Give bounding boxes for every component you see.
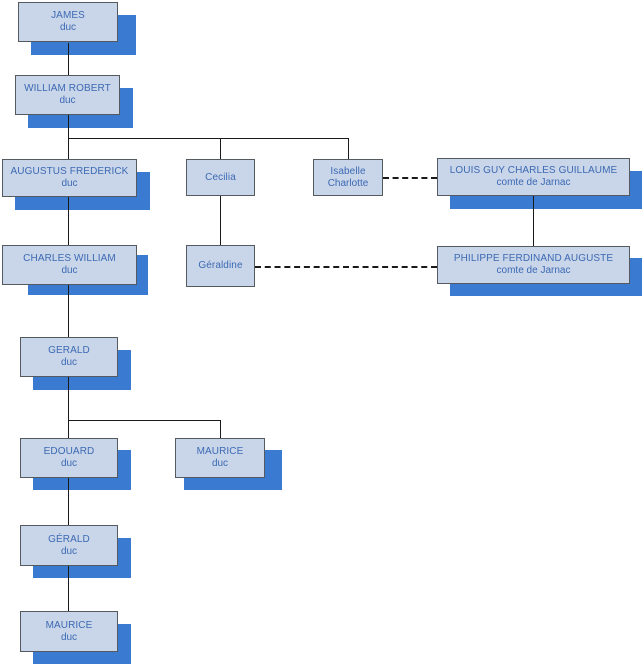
person-node-maurice-2[interactable]: MAURICE duc — [20, 611, 118, 652]
person-node-james[interactable]: JAMES duc — [18, 2, 118, 42]
connector-bar-to-maurice1 — [220, 420, 221, 438]
person-node-isabelle-charlotte[interactable]: Isabelle Charlotte — [313, 159, 383, 196]
person-title: duc — [61, 178, 78, 189]
person-name: CHARLES WILLIAM — [23, 253, 116, 264]
connector-james-to-william — [68, 43, 69, 76]
person-name: Cecilia — [205, 171, 236, 183]
person-node-gerald-2[interactable]: GÉRALD duc — [20, 525, 118, 566]
union-geraldine-philippe — [255, 266, 437, 268]
person-node-edouard[interactable]: EDOUARD duc — [20, 438, 118, 478]
connector-louis-to-philippe — [533, 196, 534, 246]
connector-william-down — [68, 115, 69, 139]
person-title: Charlotte — [327, 177, 369, 189]
person-node-gerald-1[interactable]: GERALD duc — [20, 337, 118, 377]
person-title: comte de Jarnac — [496, 177, 571, 188]
person-name: GÉRALD — [48, 533, 90, 545]
person-node-cecilia[interactable]: Cecilia — [186, 159, 255, 196]
connector-edouard-to-gerald2 — [68, 478, 69, 525]
person-node-augustus-frederick[interactable]: AUGUSTUS FREDERICK duc — [2, 159, 137, 197]
union-isabelle-louis — [383, 177, 437, 179]
person-title: duc — [59, 22, 77, 33]
connector-bar-to-edouard — [68, 420, 69, 438]
connector-gerald2-to-maurice2 — [68, 566, 69, 611]
person-name: WILLIAM ROBERT — [24, 83, 111, 94]
person-node-geraldine[interactable]: Géraldine — [186, 245, 255, 287]
connector-gerald1-down — [68, 377, 69, 420]
person-name: AUGUSTUS FREDERICK — [10, 166, 129, 177]
person-name: MAURICE — [196, 446, 244, 457]
person-node-maurice-1[interactable]: MAURICE duc — [175, 438, 265, 478]
connector-sibling-bar-gen3 — [68, 138, 349, 139]
person-node-louis-guy-charles-guillaume[interactable]: LOUIS GUY CHARLES GUILLAUME comte de Jar… — [437, 158, 630, 196]
connector-charles-to-gerald1 — [68, 285, 69, 337]
person-name: Isabelle — [330, 165, 366, 177]
connector-sibling-bar-gen6 — [68, 420, 220, 421]
connector-bar-to-isabelle — [348, 138, 349, 159]
person-title: duc — [211, 458, 229, 469]
person-name: JAMES — [51, 10, 85, 21]
person-title: duc — [60, 631, 78, 643]
person-title: duc — [61, 265, 78, 276]
person-title: comte de Jarnac — [496, 265, 571, 276]
connector-bar-to-cecilia — [220, 138, 221, 159]
person-title: duc — [59, 95, 76, 106]
person-name: Géraldine — [198, 260, 243, 271]
person-name: GERALD — [48, 345, 90, 356]
connector-augustus-to-charles — [68, 197, 69, 245]
person-name: LOUIS GUY CHARLES GUILLAUME — [449, 165, 618, 176]
person-title: duc — [60, 357, 78, 368]
person-name: EDOUARD — [43, 446, 95, 457]
connector-bar-to-augustus — [68, 138, 69, 159]
person-node-charles-william[interactable]: CHARLES WILLIAM duc — [2, 245, 137, 285]
person-name: PHILIPPE FERDINAND AUGUSTE — [453, 253, 614, 264]
person-title: duc — [60, 545, 78, 557]
person-node-william-robert[interactable]: WILLIAM ROBERT duc — [15, 75, 120, 115]
connector-cecilia-to-geraldine — [220, 196, 221, 245]
person-node-philippe-ferdinand-auguste[interactable]: PHILIPPE FERDINAND AUGUSTE comte de Jarn… — [437, 246, 630, 284]
person-title: duc — [60, 458, 78, 469]
person-name: MAURICE — [45, 619, 93, 631]
